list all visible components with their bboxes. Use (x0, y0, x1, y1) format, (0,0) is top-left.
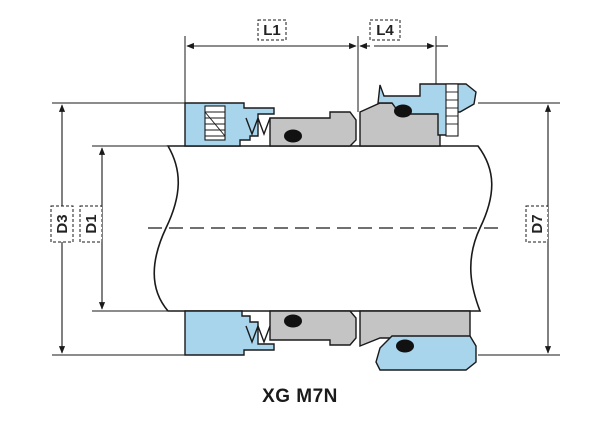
lower-gland (375, 335, 477, 371)
dimension-label-d1: D1 (79, 205, 103, 243)
dimension-label-l1: L1 (257, 19, 287, 41)
svg-text:D7: D7 (529, 214, 546, 233)
upper-wave-spring (245, 116, 271, 136)
dimension-label-d7: D7 (525, 205, 549, 243)
svg-text:L1: L1 (263, 22, 281, 39)
upper-o-ring-rotating (284, 129, 302, 143)
lower-sleeve (184, 310, 275, 356)
extension-lines (52, 36, 560, 356)
seal-upper-half (184, 83, 477, 147)
lower-wave-spring (245, 324, 271, 344)
svg-text:L4: L4 (376, 22, 394, 39)
diagram-title: XG M7N (262, 386, 338, 407)
lower-o-ring-rotating (284, 314, 302, 328)
upper-pin (445, 83, 459, 137)
lower-o-ring-seat (396, 339, 414, 353)
upper-set-screw (204, 105, 226, 141)
upper-o-ring-seat (394, 104, 412, 118)
dimension-label-l4: L4 (369, 19, 401, 41)
shaft (148, 145, 500, 312)
svg-text:D3: D3 (54, 214, 71, 233)
upper-rotating-ring (269, 111, 357, 147)
lower-rotating-ring (269, 310, 357, 346)
seal-lower-half (184, 310, 477, 371)
dimension-label-d3: D3 (50, 205, 74, 243)
svg-text:D1: D1 (83, 214, 100, 233)
